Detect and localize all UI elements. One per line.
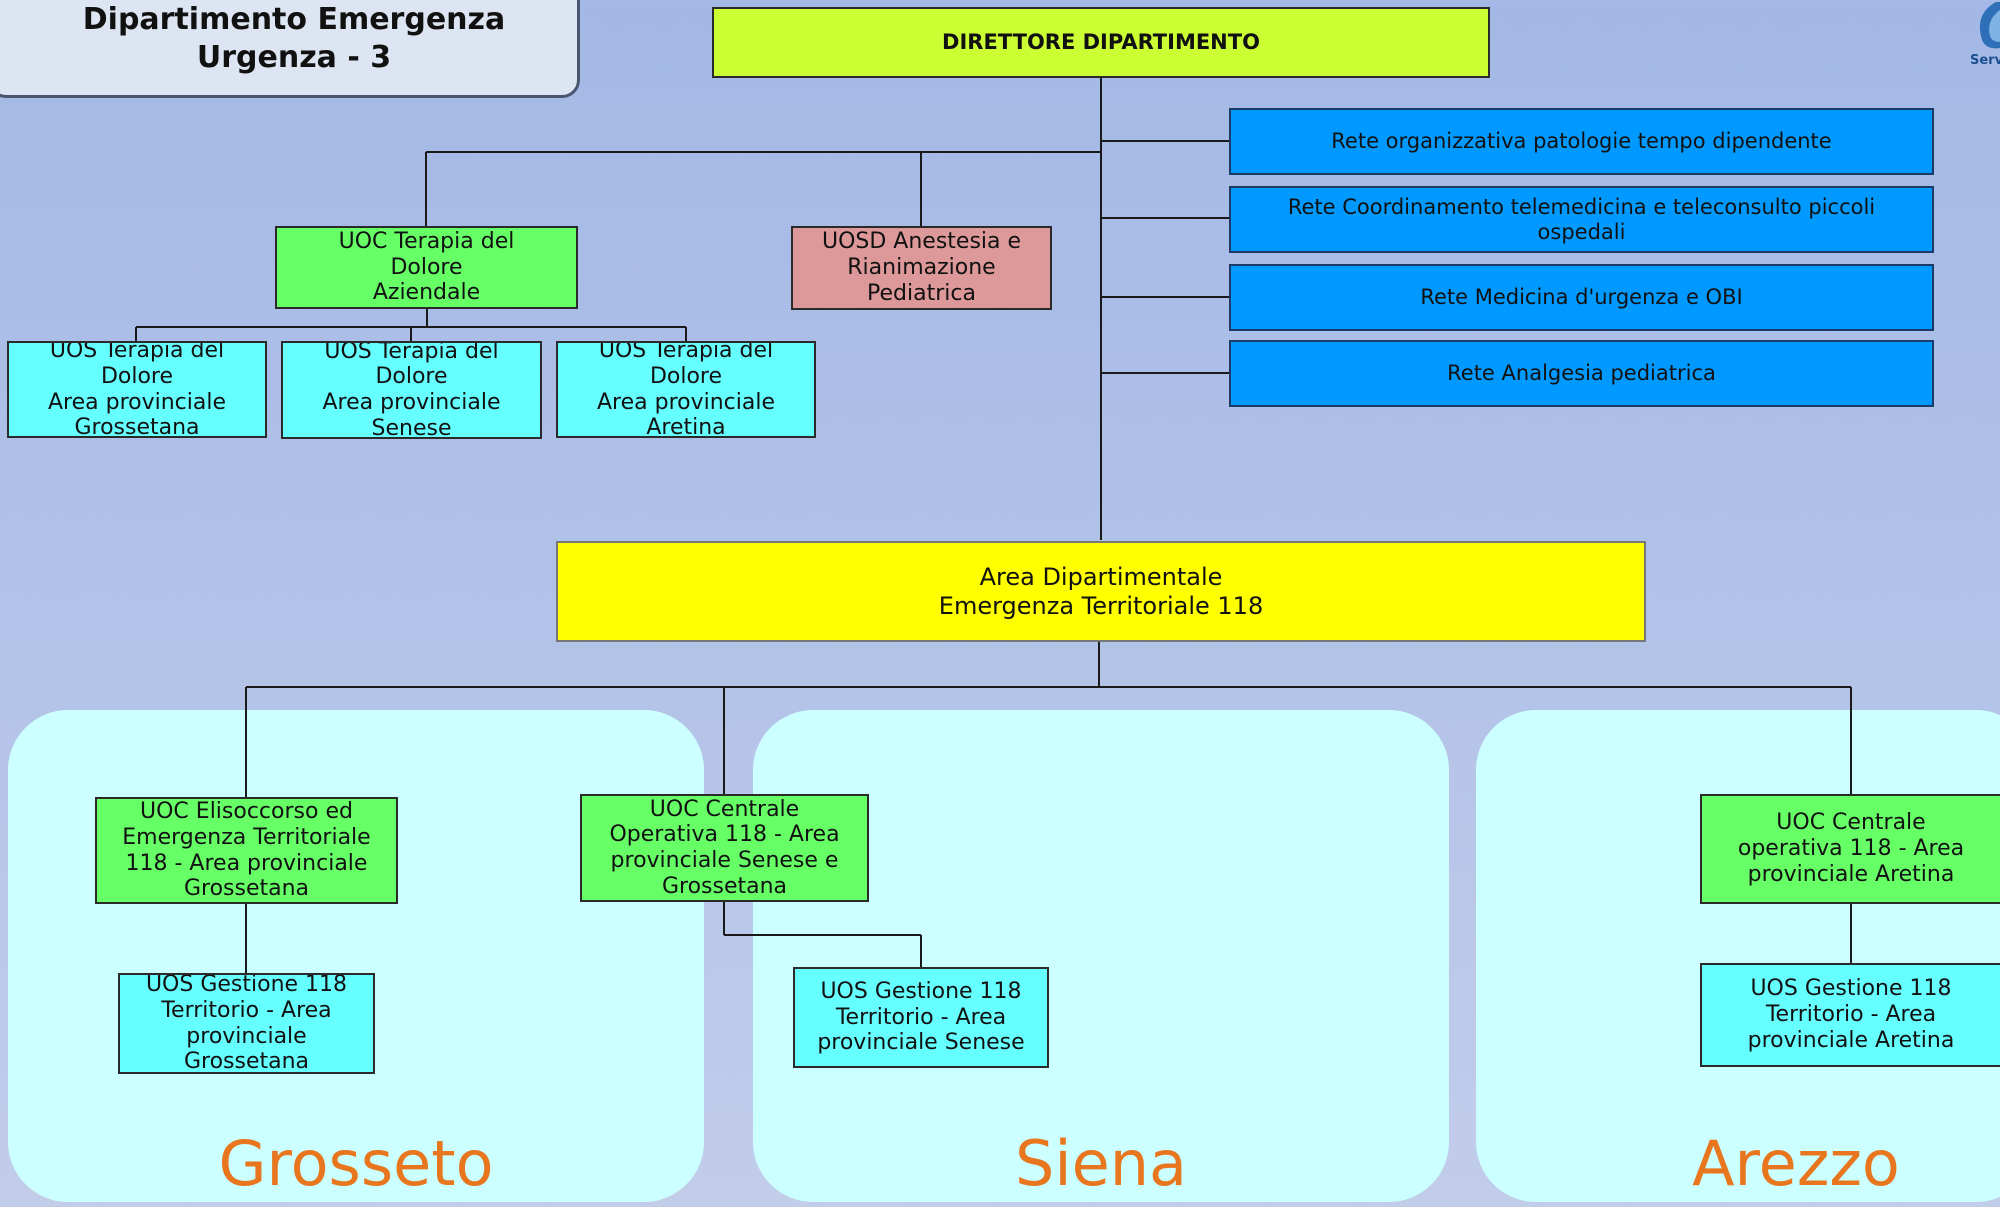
uos-terapia-grossetana-box: UOS Terapia del Dolore Area provinciale … (7, 341, 267, 438)
uos-gestione-aretina-box: UOS Gestione 118 Territorio - Area provi… (1700, 963, 2000, 1067)
uoc-centrale-aretina-box: UOC Centrale operativa 118 - Area provin… (1700, 794, 2000, 904)
network-box-analgesia: Rete Analgesia pediatrica (1229, 340, 1934, 407)
region-siena (753, 710, 1449, 1202)
region-arezzo (1476, 710, 2000, 1202)
uoc-elisoccorso-box: UOC Elisoccorso ed Emergenza Territorial… (95, 797, 398, 904)
network-box-medicina-urgenza: Rete Medicina d'urgenza e OBI (1229, 264, 1934, 331)
uos-gestione-grossetana-box: UOS Gestione 118 Territorio - Area provi… (118, 973, 375, 1074)
region-label-grosseto: Grosseto (218, 1127, 494, 1200)
director-box: DIRETTORE DIPARTIMENTO (712, 7, 1490, 78)
logo-text: Serv (1970, 53, 2000, 68)
region-grosseto (8, 710, 704, 1202)
region-label-siena: Siena (1014, 1127, 1187, 1200)
area-118-box: Area Dipartimentale Emergenza Territoria… (556, 541, 1646, 642)
uos-terapia-aretina-box: UOS Terapia del Dolore Area provinciale … (556, 341, 816, 438)
logo-icon: Serv (1956, 0, 2000, 70)
uoc-terapia-dolore-box: UOC Terapia del Dolore Aziendale (275, 226, 578, 309)
page-title: Dipartimento Emergenza Urgenza - 3 (0, 0, 580, 98)
uoc-centrale-senese-box: UOC Centrale Operativa 118 - Area provin… (580, 794, 869, 902)
uos-gestione-senese-box: UOS Gestione 118 Territorio - Area provi… (793, 967, 1049, 1068)
region-label-arezzo: Arezzo (1692, 1127, 1900, 1200)
network-box-telemedicina: Rete Coordinamento telemedicina e teleco… (1229, 186, 1934, 253)
network-box-patologie: Rete organizzativa patologie tempo dipen… (1229, 108, 1934, 175)
uosd-anestesia-box: UOSD Anestesia e Rianimazione Pediatrica (791, 226, 1052, 310)
uos-terapia-senese-box: UOS Terapia del Dolore Area provinciale … (281, 341, 542, 439)
